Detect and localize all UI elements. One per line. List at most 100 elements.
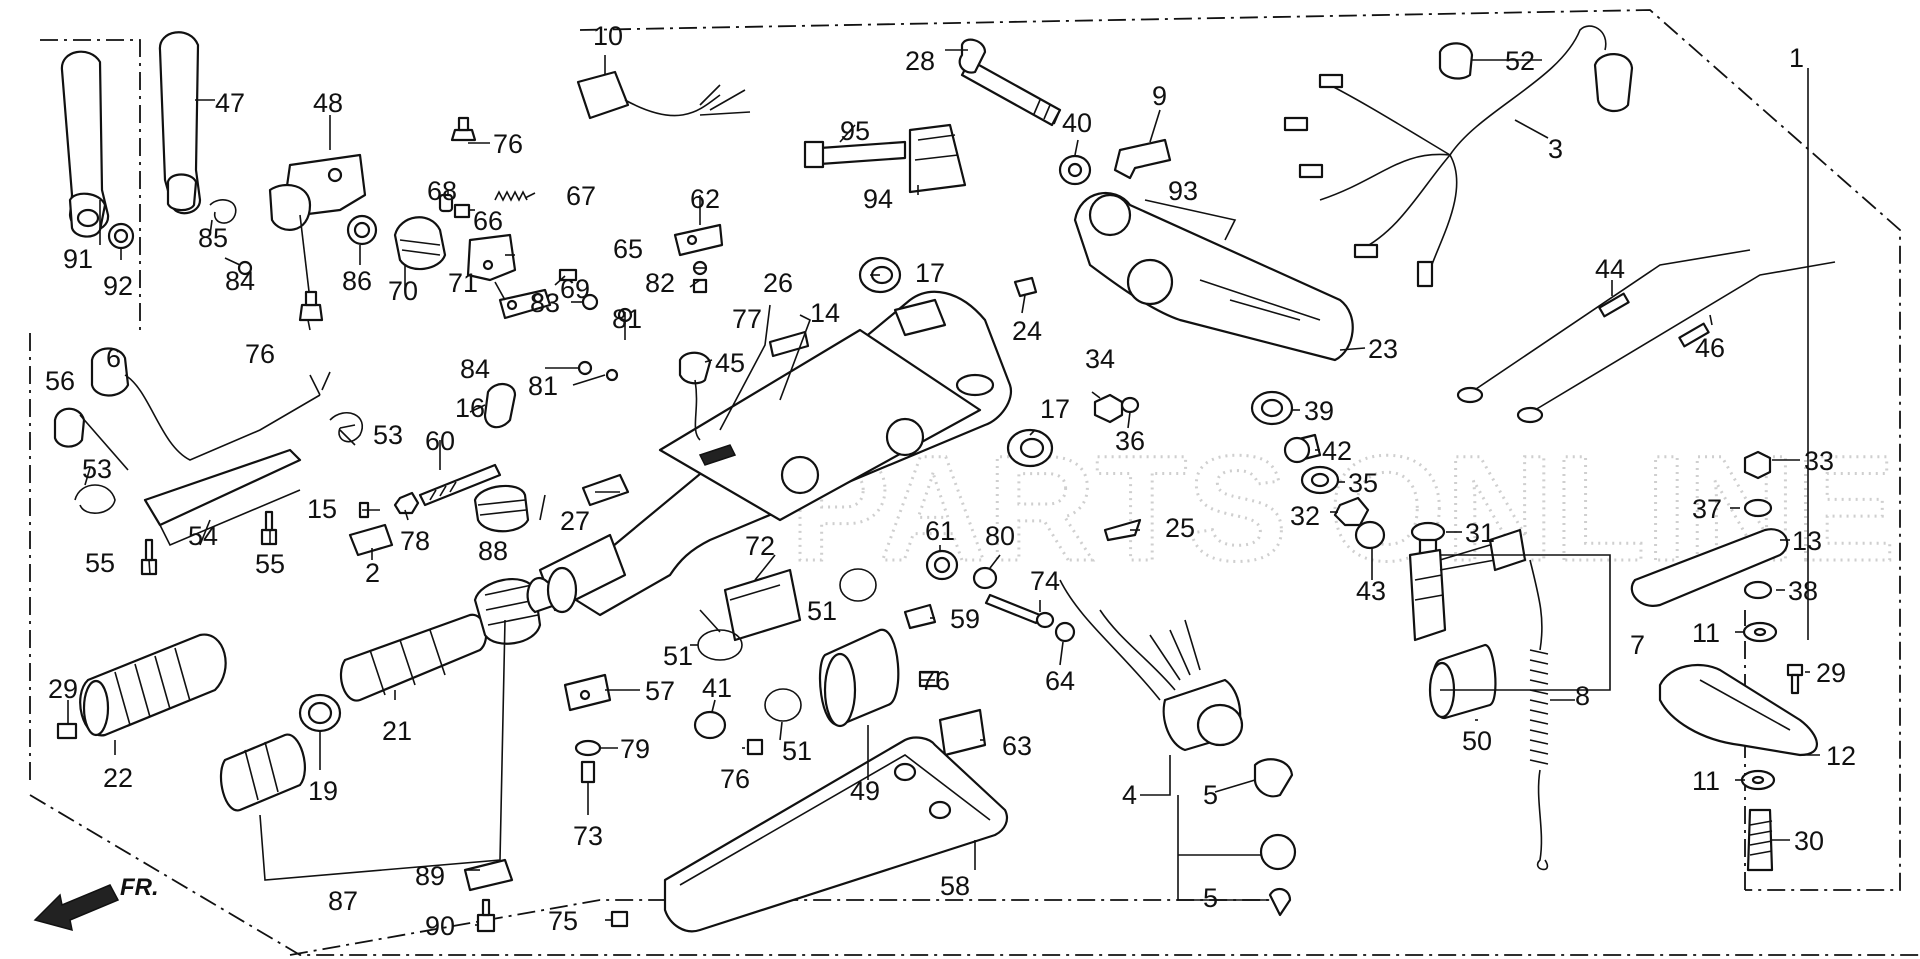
bolt-55-right[interactable]: [260, 510, 278, 546]
washer-36[interactable]: [1120, 396, 1140, 414]
plug-16[interactable]: [483, 383, 517, 429]
o-ring-64[interactable]: [1054, 621, 1076, 643]
bolt-75[interactable]: [610, 910, 629, 928]
plate-59[interactable]: [903, 603, 937, 630]
label-24[interactable]: [1013, 276, 1038, 298]
friction-bolt-30[interactable]: [1746, 808, 1774, 872]
clamp-53-upper[interactable]: [329, 411, 363, 443]
bracket-72[interactable]: [723, 568, 802, 642]
clamp-53-lower[interactable]: [74, 484, 116, 514]
washer-39[interactable]: [1250, 390, 1294, 426]
screw-66[interactable]: [453, 203, 471, 219]
screw-77[interactable]: [692, 278, 708, 294]
leader-lines: [67, 49, 1820, 926]
clamp-51-b[interactable]: [839, 568, 877, 602]
washer-84-lower[interactable]: [577, 360, 593, 376]
nut-43[interactable]: [1354, 520, 1386, 550]
grip-insert-87[interactable]: [220, 733, 306, 812]
collar-61[interactable]: [925, 549, 959, 581]
clip-52[interactable]: [1438, 42, 1474, 80]
lever-13[interactable]: [1630, 528, 1789, 607]
plate-12[interactable]: [1658, 663, 1818, 757]
grommet-17-lower[interactable]: [1006, 428, 1054, 468]
bracket-62[interactable]: [673, 223, 724, 257]
screw-74[interactable]: [984, 593, 1055, 629]
cable-44[interactable]: [1456, 249, 1751, 404]
bolt-90[interactable]: [476, 898, 496, 933]
screw-29-right[interactable]: [1786, 663, 1804, 695]
bolt-95[interactable]: [803, 140, 907, 169]
switch-45[interactable]: [678, 351, 712, 441]
label-26[interactable]: [768, 330, 810, 358]
tiller-body-14[interactable]: [526, 290, 1013, 617]
wire-10[interactable]: [576, 70, 751, 120]
bracket-9[interactable]: [1113, 138, 1172, 180]
bracket-93[interactable]: [1073, 191, 1354, 362]
nut-78[interactable]: [393, 491, 420, 515]
throttle-grip-22[interactable]: [79, 633, 227, 737]
spring-clip-85[interactable]: [209, 199, 237, 224]
clamp-51-a[interactable]: [697, 629, 743, 661]
gear-70[interactable]: [393, 216, 447, 271]
boot-88[interactable]: [473, 484, 530, 533]
nut-33[interactable]: [1743, 450, 1772, 480]
collar-19[interactable]: [298, 693, 342, 733]
bolt-28[interactable]: [958, 38, 1062, 127]
collar-50[interactable]: [1428, 643, 1497, 720]
washer-79[interactable]: [574, 739, 602, 757]
cap-41[interactable]: [693, 710, 727, 740]
pin-68[interactable]: [438, 193, 454, 213]
wire-harness-3[interactable]: [1283, 25, 1634, 288]
collar-2[interactable]: [348, 523, 394, 557]
tube-49[interactable]: [818, 628, 900, 728]
washer-81-lower[interactable]: [605, 368, 619, 382]
washer-11-upper[interactable]: [1742, 621, 1778, 643]
screw-29-left[interactable]: [56, 722, 78, 740]
o-ring-80[interactable]: [972, 566, 998, 590]
callout-24: 24: [1012, 316, 1042, 346]
collar-86[interactable]: [346, 214, 378, 246]
washer-38[interactable]: [1743, 580, 1773, 600]
bolt-76-d[interactable]: [918, 670, 940, 688]
bolt-76-b[interactable]: [298, 290, 324, 322]
key-5-a[interactable]: [1253, 758, 1294, 798]
bolt-76-c[interactable]: [746, 738, 764, 756]
cover-58[interactable]: [663, 736, 1009, 933]
bolt-76-a[interactable]: [450, 116, 477, 142]
callout-33: 33: [1804, 446, 1834, 476]
o-ring-5-b[interactable]: [1259, 833, 1297, 871]
cap-63[interactable]: [938, 708, 987, 757]
adjuster-screw-60[interactable]: [418, 463, 502, 507]
label-27[interactable]: [581, 473, 630, 507]
washer-40[interactable]: [1058, 154, 1092, 186]
o-ring-92[interactable]: [107, 222, 135, 250]
screw-69[interactable]: [558, 268, 578, 282]
cap-56[interactable]: [53, 407, 86, 448]
washer-11-lower[interactable]: [1740, 769, 1776, 791]
stop-switch-assy-7[interactable]: [1408, 528, 1527, 642]
cable-46[interactable]: [1516, 261, 1836, 424]
washer-37[interactable]: [1743, 498, 1773, 518]
bracket-48[interactable]: [268, 153, 367, 301]
plate-65[interactable]: [466, 233, 517, 282]
throttle-tube-21[interactable]: [340, 613, 488, 702]
decal-25[interactable]: [1103, 518, 1142, 542]
washer-84-upper[interactable]: [237, 260, 253, 276]
clip-57[interactable]: [563, 673, 612, 712]
collar-42[interactable]: [1283, 433, 1322, 464]
spring-67[interactable]: [494, 190, 528, 202]
bracket-54[interactable]: [143, 448, 302, 547]
lanyard-8[interactable]: [1529, 559, 1549, 871]
tiller-handle-arm-91[interactable]: [60, 50, 110, 238]
ignition-switch-4[interactable]: [1059, 579, 1244, 752]
wedge-94[interactable]: [908, 123, 967, 194]
tiller-handle-arm-47[interactable]: [158, 31, 202, 215]
bracket-89[interactable]: [463, 858, 514, 892]
bolt-73[interactable]: [580, 760, 596, 784]
washer-35[interactable]: [1300, 465, 1340, 495]
clamp-51-c[interactable]: [764, 688, 802, 722]
switch-cable-6[interactable]: [90, 347, 331, 461]
key-5-c[interactable]: [1268, 887, 1292, 917]
nut-34[interactable]: [1093, 393, 1124, 424]
plate-71[interactable]: [498, 288, 552, 320]
